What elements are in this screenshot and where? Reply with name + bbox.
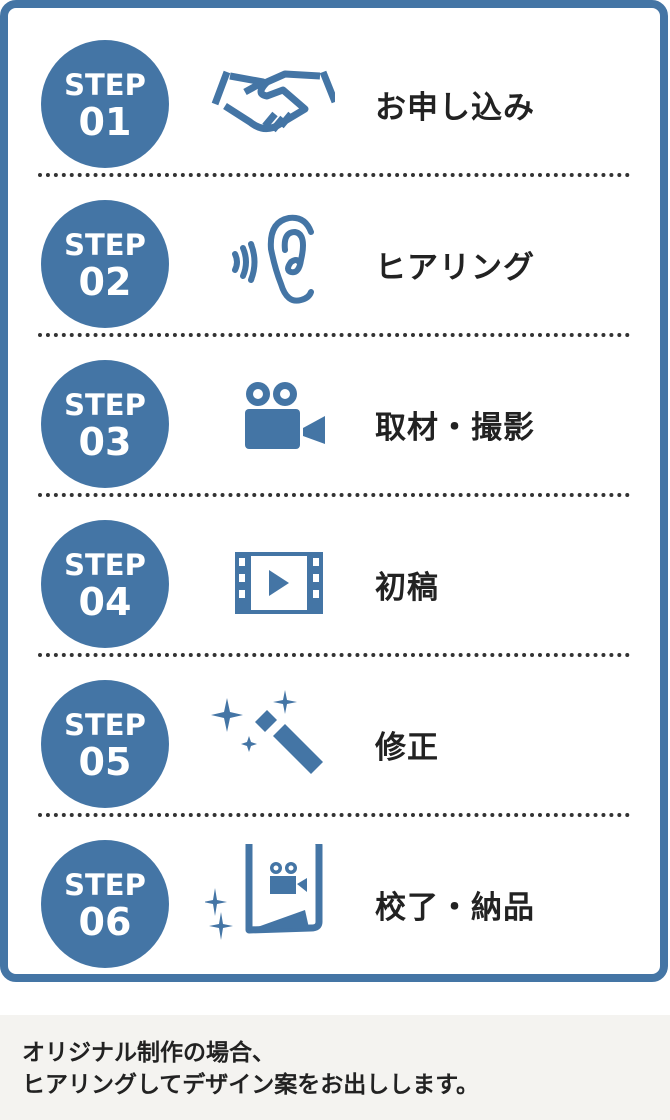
step-number: 04 bbox=[78, 580, 132, 624]
note-line-2: ヒアリングしてデザイン案をお出しします。 bbox=[22, 1072, 480, 1098]
step-label: 校了・納品 bbox=[375, 890, 535, 926]
step-number: 03 bbox=[78, 420, 132, 464]
steps-frame bbox=[0, 0, 668, 982]
step-word: STEP bbox=[64, 868, 146, 902]
step-word: STEP bbox=[64, 388, 146, 422]
step-number: 02 bbox=[78, 260, 132, 304]
finished-video-document-icon bbox=[203, 824, 363, 964]
step-number: 01 bbox=[78, 100, 132, 144]
dotted-divider bbox=[38, 173, 630, 177]
step-label: 初稿 bbox=[375, 570, 439, 606]
step-label: 取材・撮影 bbox=[375, 410, 535, 446]
step-number: 05 bbox=[78, 740, 132, 784]
step-label: 修正 bbox=[375, 730, 439, 766]
dotted-divider bbox=[38, 333, 630, 337]
step-number: 06 bbox=[78, 900, 132, 944]
ear-icon bbox=[205, 204, 335, 324]
dotted-divider bbox=[38, 813, 630, 817]
step-word: STEP bbox=[64, 708, 146, 742]
magic-wand-icon bbox=[205, 684, 335, 804]
note-line-1: オリジナル制作の場合、 bbox=[22, 1040, 275, 1066]
dotted-divider bbox=[38, 653, 630, 657]
note-box: オリジナル制作の場合、ヒアリングしてデザイン案をお出しします。 bbox=[0, 1015, 670, 1120]
step-label: ヒアリング bbox=[375, 250, 535, 286]
handshake-icon bbox=[205, 44, 339, 164]
step-word: STEP bbox=[64, 228, 146, 262]
dotted-divider bbox=[38, 493, 630, 497]
step-word: STEP bbox=[64, 548, 146, 582]
note-text: オリジナル制作の場合、ヒアリングしてデザイン案をお出しします。 bbox=[22, 1037, 479, 1101]
film-play-icon bbox=[205, 524, 335, 644]
video-camera-icon bbox=[205, 364, 335, 484]
step-label: お申し込み bbox=[375, 90, 535, 126]
step-word: STEP bbox=[64, 68, 146, 102]
